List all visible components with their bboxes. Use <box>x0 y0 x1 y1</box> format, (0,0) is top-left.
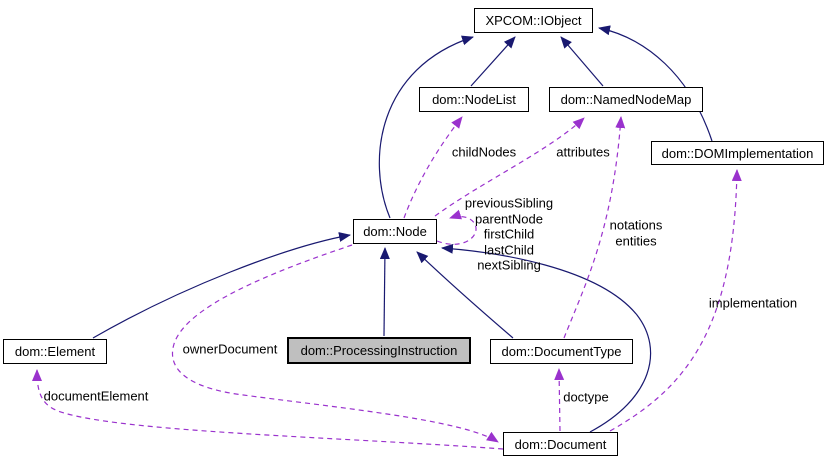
class-node-label: dom::DocumentType <box>501 344 622 359</box>
class-node-label: dom::DOMImplementation <box>661 145 814 161</box>
edge-document-to-element-documentelement <box>32 369 504 450</box>
edge-label-self-references: previousSibling parentNode firstChild la… <box>464 195 554 273</box>
class-node-dom-element[interactable]: dom::Element <box>3 339 107 364</box>
edge-label-ownerdocument: ownerDocument <box>182 341 278 357</box>
edge-node-to-nodelist-childnodes <box>403 116 463 219</box>
class-node-label: dom::Element <box>14 344 96 359</box>
class-node-dom-document[interactable]: dom::Document <box>503 432 618 456</box>
edge-node-to-document-ownerdocument <box>172 244 499 443</box>
edge-nodelist-to-iobject <box>470 36 516 87</box>
class-node-dom-domimplementation[interactable]: dom::DOMImplementation <box>651 141 824 165</box>
edge-node-to-iobject <box>378 35 474 219</box>
class-node-dom-node[interactable]: dom::Node <box>353 219 437 244</box>
edge-node-to-namednodemap-attributes <box>434 117 585 217</box>
class-node-label: dom::Document <box>514 436 607 452</box>
class-node-label: dom::ProcessingInstruction <box>300 343 458 358</box>
class-node-xpcom-iobject[interactable]: XPCOM::IObject <box>474 8 593 33</box>
edge-documenttype-to-namednodemap-notations <box>563 116 626 339</box>
edge-namednodemap-to-iobject <box>560 36 604 87</box>
class-node-dom-namednodemap[interactable]: dom::NamedNodeMap <box>549 87 703 112</box>
class-node-label: dom::NodeList <box>432 92 516 107</box>
edge-label-childnodes: childNodes <box>451 144 517 160</box>
class-node-dom-documenttype[interactable]: dom::DocumentType <box>490 339 633 364</box>
edge-label-documentelement: documentElement <box>43 388 149 404</box>
edge-document-to-documenttype-doctype <box>554 368 565 432</box>
class-node-dom-processinginstruction-current: dom::ProcessingInstruction <box>287 337 471 364</box>
class-node-dom-nodelist[interactable]: dom::NodeList <box>419 87 529 112</box>
edge-label-doctype: doctype <box>563 389 609 405</box>
edge-label-attributes: attributes <box>556 144 610 160</box>
class-node-label: dom::NamedNodeMap <box>560 92 692 107</box>
edge-node-self-loop <box>436 209 477 245</box>
edge-label-notations-entities: notations entities <box>609 217 663 249</box>
edge-documenttype-to-node <box>416 251 514 339</box>
class-node-label: XPCOM::IObject <box>485 13 582 28</box>
class-node-label: dom::Node <box>363 224 427 239</box>
edge-domimplementation-to-iobject <box>598 25 713 142</box>
edge-label-implementation: implementation <box>708 295 798 311</box>
edge-processinginstruction-to-node <box>379 247 390 337</box>
edge-element-to-node <box>92 232 351 339</box>
edge-document-to-domimplementation <box>609 169 742 432</box>
edge-document-to-node <box>441 243 652 433</box>
